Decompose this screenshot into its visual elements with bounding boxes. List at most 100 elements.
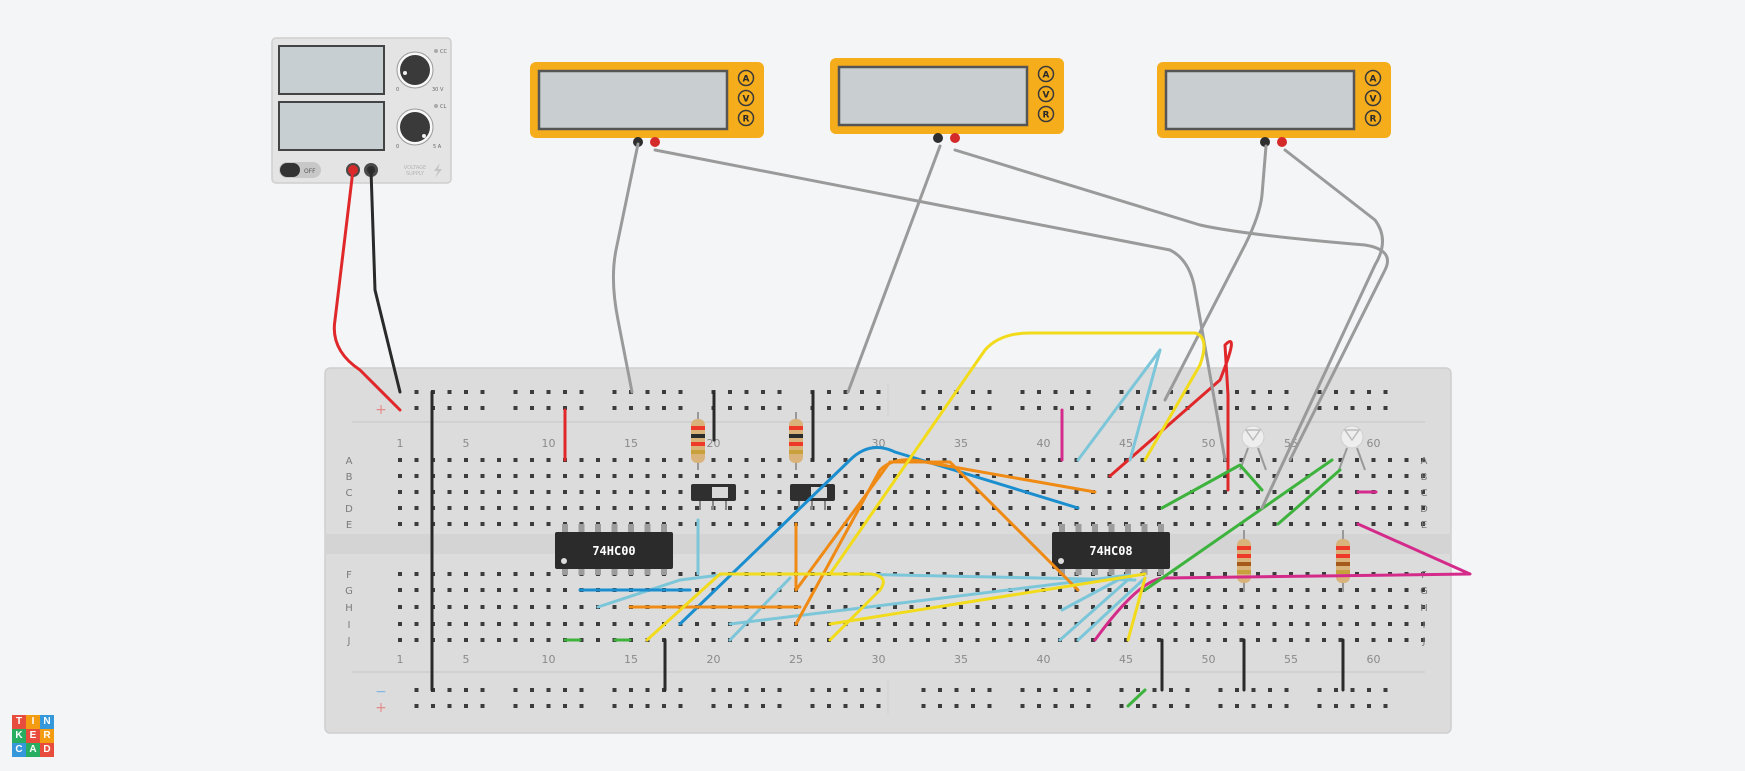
hole (711, 572, 716, 576)
hole (1140, 490, 1145, 494)
slide-switch-2-slider[interactable] (811, 487, 827, 498)
chip-pin-top (1108, 524, 1115, 533)
led-2[interactable] (1338, 425, 1366, 471)
voltage-knob[interactable] (400, 55, 430, 85)
wire-red-top[interactable] (1108, 340, 1233, 492)
rail-hole (1350, 406, 1355, 410)
hole (992, 605, 996, 609)
rail-hole (1251, 390, 1256, 394)
rail-hole (1053, 704, 1058, 708)
probe-jack-positive[interactable] (650, 137, 660, 147)
wire-lightblue-6[interactable] (1058, 576, 1132, 642)
wire-probe-meter1-red[interactable] (653, 148, 1227, 462)
hole (1289, 490, 1293, 494)
wire-psu-positive[interactable] (332, 168, 402, 412)
rail-hole (1350, 704, 1355, 708)
multimeter-3[interactable]: AVR (1157, 62, 1391, 147)
chip-74hc08[interactable]: 74HC08 (1052, 524, 1170, 575)
column-number-bottom: 35 (954, 653, 968, 666)
wire-probe-meter2-red[interactable] (953, 148, 1389, 462)
wire-probe-meter3-black[interactable] (1163, 144, 1268, 402)
hole (1206, 458, 1211, 462)
hole (1107, 458, 1112, 462)
probe-jack-com[interactable] (633, 137, 643, 147)
led-1[interactable] (1239, 425, 1267, 471)
wire-probe-meter1-black[interactable] (611, 142, 640, 394)
wire-green-4[interactable] (1160, 463, 1264, 510)
wire-probe-meter3-red[interactable] (1260, 148, 1384, 510)
wire-yellow-3[interactable] (828, 572, 1147, 626)
rail-hole (464, 704, 468, 708)
slide-switch-1[interactable] (691, 484, 736, 510)
rail-hole (563, 390, 567, 394)
hole (579, 458, 584, 462)
power-supply[interactable]: 0 30 V 0 5 A CC CL OFF VOLTAGE SUPPLY (271, 37, 452, 184)
mode-button-a[interactable] (1364, 69, 1382, 87)
breadboard[interactable]: 1155101015152020252530303535404045455050… (324, 367, 1452, 734)
mode-button-r[interactable] (737, 109, 755, 127)
rail-hole (744, 704, 749, 708)
mode-button-v[interactable] (737, 89, 755, 107)
resistors[interactable] (691, 412, 1350, 592)
wire-green-3[interactable] (1126, 688, 1147, 708)
hole (1223, 588, 1227, 592)
rail-hole (612, 390, 617, 394)
probe-jack-com[interactable] (933, 133, 943, 143)
wire-yellow-1[interactable] (645, 572, 885, 642)
mode-button-v[interactable] (1037, 85, 1055, 103)
wire-green-6[interactable] (1276, 468, 1342, 526)
slide-switch-1-slider[interactable] (712, 487, 728, 498)
multimeter-2[interactable]: AVR (830, 58, 1064, 143)
hole (1091, 638, 1095, 642)
chip-pin-top (628, 524, 634, 533)
mode-button-r[interactable] (1364, 109, 1382, 127)
wire-yellow-4[interactable] (1126, 576, 1147, 642)
resistor-2[interactable] (789, 412, 803, 470)
power-switch-toggle[interactable] (280, 163, 300, 177)
wire-probe-meter2-black[interactable] (846, 144, 942, 394)
wire-lightblue-top[interactable] (1076, 348, 1162, 462)
wire-lightblue-5[interactable] (843, 572, 1137, 582)
hole (1421, 490, 1425, 494)
resistor-4[interactable] (1336, 530, 1350, 592)
probe-jack-com[interactable] (1260, 137, 1270, 147)
resistor-1[interactable] (691, 412, 705, 470)
hole (1140, 474, 1145, 478)
probe-jack-positive[interactable] (1277, 137, 1287, 147)
hole (530, 490, 534, 494)
hole (563, 474, 567, 478)
hole (1305, 506, 1310, 510)
wire-lightblue-8[interactable] (1060, 578, 1120, 612)
wire-psu-negative[interactable] (369, 168, 402, 394)
mode-button-r[interactable] (1037, 105, 1055, 123)
resistor-3[interactable] (1237, 530, 1251, 592)
wires[interactable] (332, 142, 1472, 708)
rail-hole (1037, 704, 1041, 708)
mode-button-v[interactable] (1364, 89, 1382, 107)
wire-lightblue-4[interactable] (728, 573, 1132, 626)
wire-orange-4[interactable] (794, 460, 1080, 592)
rail-hole (1119, 406, 1124, 410)
multimeter-1[interactable]: AVR (530, 62, 764, 147)
probe-jack-positive[interactable] (950, 133, 960, 143)
wire-lightblue-7[interactable] (1076, 576, 1147, 642)
wire-green-5[interactable] (1143, 458, 1334, 592)
hole (546, 474, 551, 478)
hole (1256, 522, 1260, 526)
wire-lightblue-3[interactable] (728, 576, 792, 642)
rail-hole (860, 406, 864, 410)
wire-blue-long[interactable] (678, 446, 1080, 626)
chip-74hc00[interactable]: 74HC00 (555, 524, 673, 575)
mode-button-a[interactable] (1037, 65, 1055, 83)
current-knob[interactable] (400, 112, 430, 142)
column-number-bottom: 5 (463, 653, 470, 666)
rail-hole (1152, 406, 1157, 410)
wire-yellow-2[interactable] (828, 331, 1206, 576)
hole (1206, 588, 1211, 592)
multimeters[interactable]: AVR AVR AVR (530, 58, 1391, 147)
rail-hole (662, 406, 666, 410)
wire-lightblue-2[interactable] (596, 573, 722, 609)
hole (1322, 622, 1326, 626)
mode-button-a[interactable] (737, 69, 755, 87)
